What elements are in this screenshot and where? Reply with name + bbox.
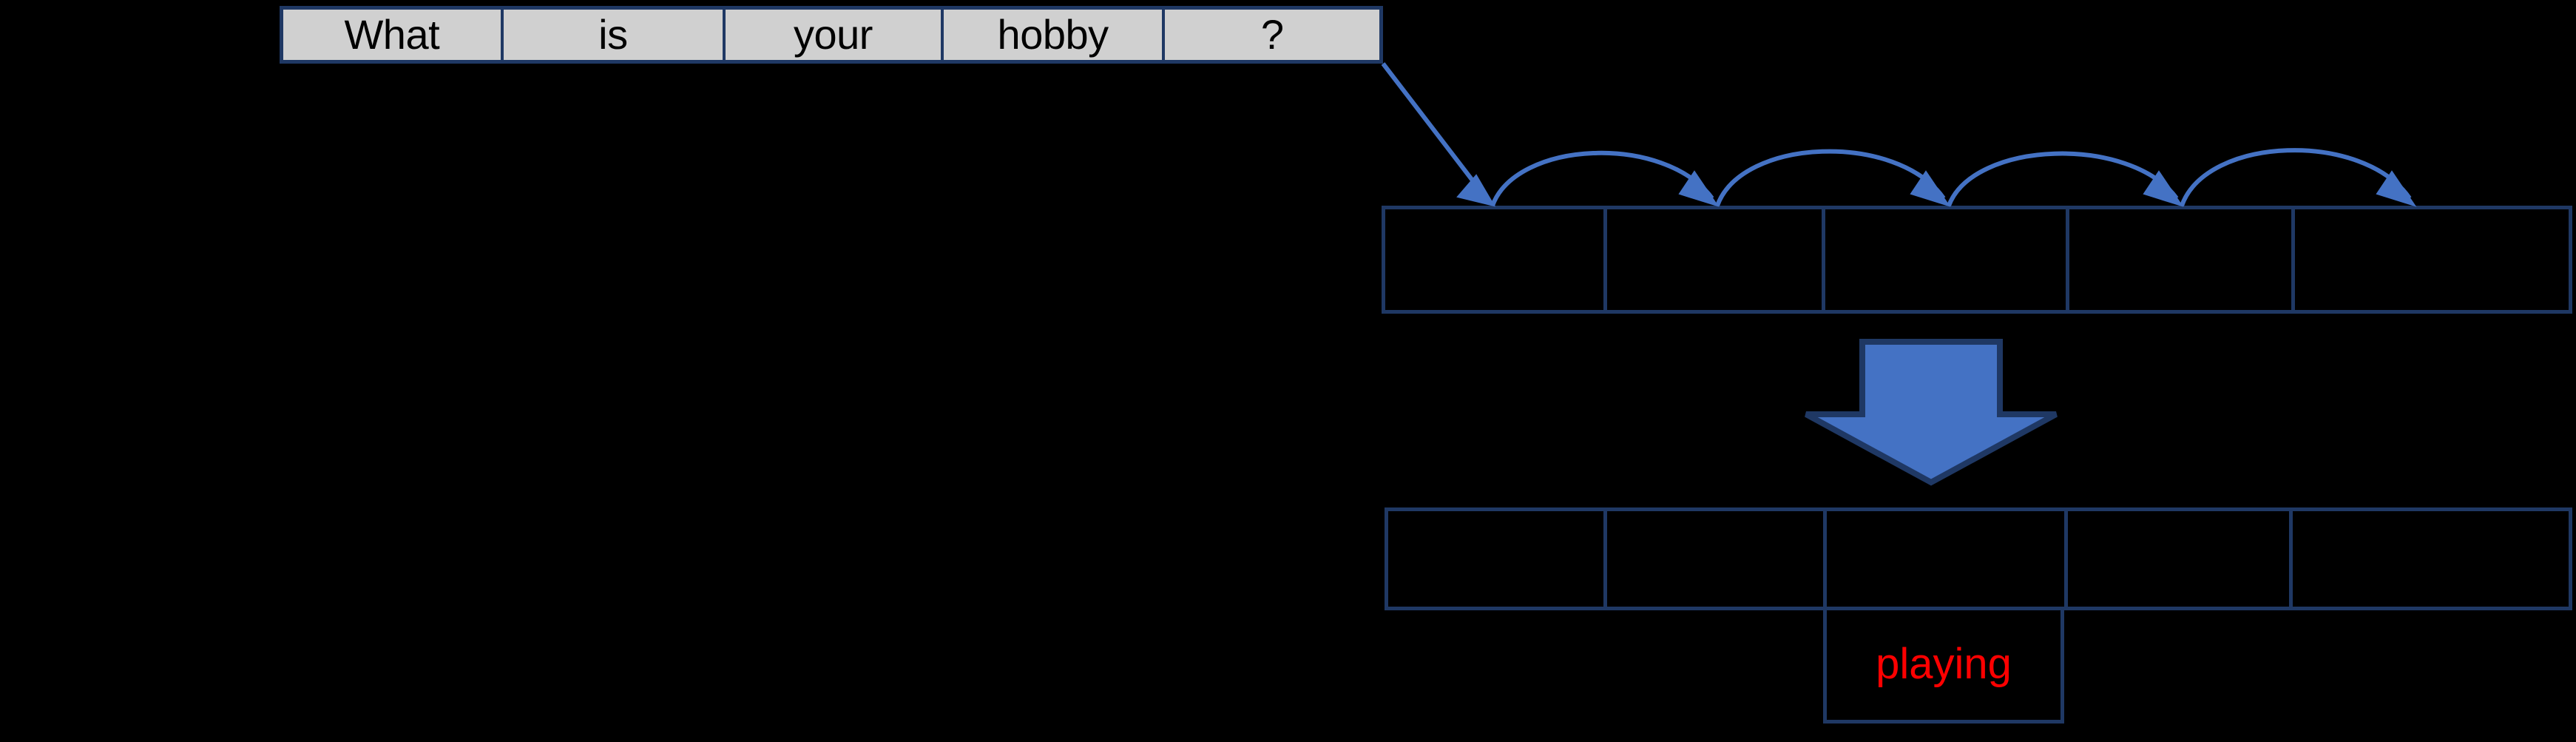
input-token-cell[interactable]: hobby <box>943 10 1166 60</box>
encoder-state-cell[interactable] <box>2295 209 2569 310</box>
encoder-state-cell[interactable] <box>1385 209 1607 310</box>
encoder-recurrence-arc <box>1715 149 1951 207</box>
input-to-encoder-arrow <box>1381 62 1496 207</box>
decoder-state-cell[interactable] <box>1827 511 2068 607</box>
decoder-state-cell[interactable] <box>2068 511 2293 607</box>
decoder-state-cell[interactable] <box>1607 511 1827 607</box>
input-token-cell[interactable]: What <box>283 10 504 60</box>
input-token-label: hobby <box>997 11 1109 58</box>
encoder-state-cell[interactable] <box>1607 209 1825 310</box>
encoder-to-decoder-arrow <box>1805 339 2058 486</box>
input-token-cell[interactable]: is <box>503 10 726 60</box>
output-token-label: playing <box>1876 639 2012 688</box>
input-token-label: is <box>598 11 628 58</box>
input-token-cell[interactable]: your <box>726 10 944 60</box>
encoder-states-table <box>1382 206 2572 314</box>
input-token-label: ? <box>1260 11 1284 58</box>
decoder-state-cell[interactable] <box>1388 511 1607 607</box>
encoder-state-cell[interactable] <box>2069 209 2295 310</box>
input-sentence-table: What is your hobby ? <box>280 6 1383 64</box>
encoder-recurrence-arc <box>1490 150 1720 207</box>
output-token-cell[interactable]: playing <box>1823 608 2064 724</box>
decoder-state-cell[interactable] <box>2293 511 2569 607</box>
encoder-recurrence-arc <box>2180 148 2417 207</box>
input-token-label: What <box>344 11 440 58</box>
decoder-states-table <box>1385 507 2572 610</box>
input-token-label: your <box>794 11 873 58</box>
encoder-state-cell[interactable] <box>1825 209 2069 310</box>
input-token-cell[interactable]: ? <box>1165 10 1379 60</box>
encoder-recurrence-arc <box>1947 151 2184 207</box>
